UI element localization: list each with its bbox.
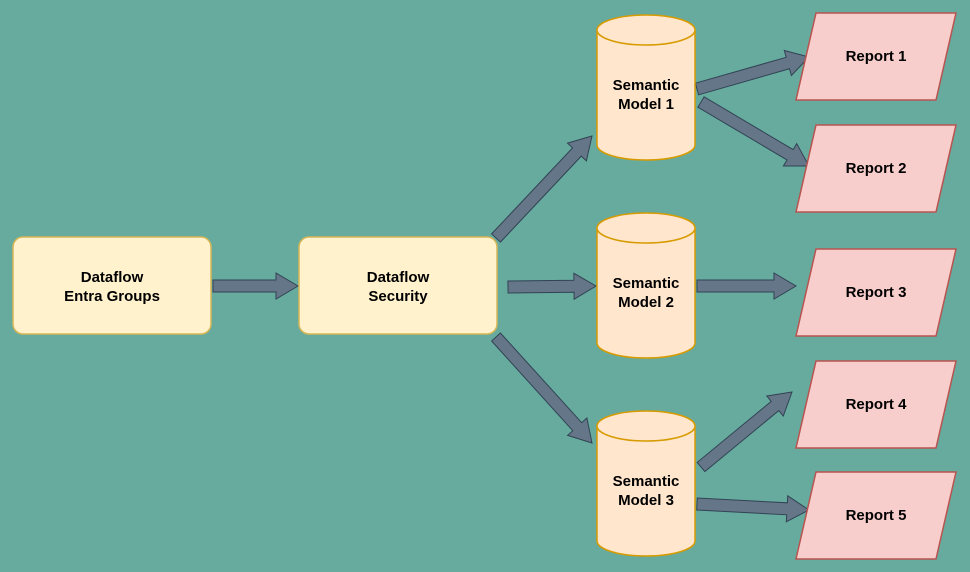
flow-arrow [507, 272, 597, 301]
node-dataflow-entra-groups[interactable]: Dataflow Entra Groups [12, 236, 212, 335]
node-report-1[interactable]: Report 1 [795, 12, 957, 101]
report-parallelogram [795, 360, 957, 449]
node-label-line2: Model 1 [618, 96, 674, 113]
node-label: Report 5 [846, 507, 907, 524]
node-report-3[interactable]: Report 3 [795, 248, 957, 337]
report-parallelogram [795, 124, 957, 213]
cylinder-body [596, 30, 696, 161]
node-report-4[interactable]: Report 4 [795, 360, 957, 449]
flow-arrow [697, 96, 810, 167]
report-parallelogram [795, 12, 957, 101]
flow-arrow [490, 332, 593, 444]
node-semantic-model-1[interactable]: Semantic Model 1 [596, 14, 696, 161]
node-label-line1: Dataflow [81, 269, 144, 286]
cylinder-body [596, 228, 696, 359]
node-label-line2: Model 2 [618, 294, 674, 311]
flow-arrow [696, 272, 797, 300]
cylinder-top [596, 212, 696, 244]
node-label-line1: Semantic [613, 77, 680, 94]
node-report-5[interactable]: Report 5 [795, 471, 957, 560]
report-parallelogram [795, 471, 957, 560]
cylinder-top [596, 410, 696, 442]
report-parallelogram [795, 248, 957, 337]
node-label: Report 4 [846, 396, 908, 413]
node-label-line1: Dataflow [367, 269, 430, 286]
process-box [12, 236, 212, 335]
flow-arrow [694, 49, 810, 96]
cylinder-body [596, 426, 696, 557]
node-label-line1: Semantic [613, 275, 680, 292]
process-box [298, 236, 498, 335]
node-label: Report 2 [846, 160, 907, 177]
node-label-line1: Semantic [613, 473, 680, 490]
node-semantic-model-2[interactable]: Semantic Model 2 [596, 212, 696, 359]
cylinder-top [596, 14, 696, 46]
flow-arrow [490, 135, 593, 243]
flow-arrow [696, 494, 810, 523]
node-dataflow-security[interactable]: Dataflow Security [298, 236, 498, 335]
node-report-2[interactable]: Report 2 [795, 124, 957, 213]
node-label-line2: Model 3 [618, 492, 674, 509]
node-semantic-model-3[interactable]: Semantic Model 3 [596, 410, 696, 557]
node-label-line2: Security [368, 288, 428, 305]
arrows-layer [212, 49, 810, 523]
node-label-line2: Entra Groups [64, 288, 160, 305]
node-label: Report 1 [846, 48, 907, 65]
node-label: Report 3 [846, 284, 907, 301]
flow-arrow [696, 391, 793, 473]
flow-arrow [212, 272, 299, 300]
